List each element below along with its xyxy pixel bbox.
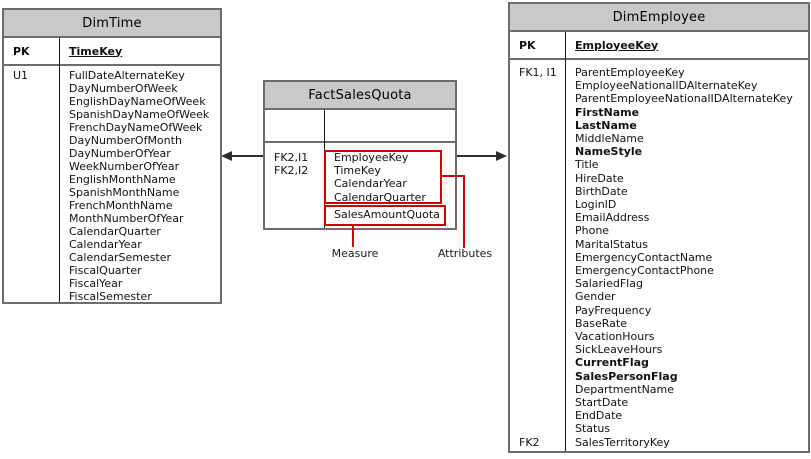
primary-key-row: PK EmployeeKey <box>510 32 808 60</box>
relationship-line-dimemployee <box>457 155 496 157</box>
field-name: SalesAmountQuota <box>334 207 440 221</box>
field-name: Title <box>575 158 599 172</box>
field-name: CalendarSemester <box>69 251 172 264</box>
arrowhead-left-icon <box>221 151 232 161</box>
field-name: LoginID <box>575 198 617 212</box>
key-annotations-column: U1 <box>4 69 59 303</box>
table-title: DimEmployee <box>510 4 808 32</box>
primary-key-row: PK TimeKey <box>4 38 220 66</box>
field-name: FiscalSemester <box>69 290 152 303</box>
field-name: EmergencyContactName <box>575 250 713 264</box>
field-name: WeekNumberOfYear <box>69 160 180 173</box>
field-name: PayFrequency <box>575 303 652 317</box>
pk-field-name: TimeKey <box>69 44 123 58</box>
primary-key-row-empty <box>265 110 455 143</box>
field-name: EmergencyContactPhone <box>575 264 714 278</box>
field-name: CalendarQuarter <box>334 190 426 204</box>
field-name: FiscalYear <box>69 277 123 290</box>
field-name: BaseRate <box>575 316 628 330</box>
field-name: FullDateAlternateKey <box>69 69 185 82</box>
field-name: MonthNumberOfYear <box>69 212 184 225</box>
field-name: FirstName <box>575 105 640 119</box>
entity-table-dimtime: DimTime PK TimeKey U1 FullDateAlternateK… <box>2 8 222 304</box>
field-name: EmployeeKey <box>334 151 409 164</box>
field-name: LastName <box>575 118 637 132</box>
key-annotation: FK2 <box>519 435 540 449</box>
key-annotations-column: FK1, I1 FK2 <box>510 66 565 449</box>
field-name: BirthDate <box>575 184 628 198</box>
field-name: DayNumberOfYear <box>69 147 171 160</box>
field-name: SickLeaveHours <box>575 343 663 357</box>
field-name: EndDate <box>575 409 623 423</box>
column-divider <box>59 38 60 302</box>
field-name: FrenchMonthName <box>69 199 173 212</box>
field-name: FrenchDayNameOfWeek <box>69 121 203 134</box>
arrowhead-right-icon <box>496 151 507 161</box>
attributes-callout-line-vertical <box>463 175 465 248</box>
field-name: MaritalStatus <box>575 237 648 251</box>
attributes-label: Attributes <box>437 247 493 260</box>
field-name: Status <box>575 422 611 436</box>
pk-label: PK <box>13 44 30 58</box>
field-name: DayNumberOfMonth <box>69 134 182 147</box>
entity-table-dimemployee: DimEmployee PK EmployeeKey FK1, I1 FK2 Pa… <box>508 2 810 453</box>
field-name: EnglishMonthName <box>69 173 176 186</box>
field-name: Gender <box>575 290 616 304</box>
field-name: CurrentFlag <box>575 356 649 370</box>
field-name: DepartmentName <box>575 382 675 396</box>
column-divider <box>565 32 566 451</box>
field-name: EmailAddress <box>575 211 650 225</box>
pk-field-name: EmployeeKey <box>575 38 659 52</box>
field-name: VacationHours <box>575 330 655 344</box>
field-name: TimeKey <box>334 164 381 178</box>
attributes-callout-box <box>324 150 442 204</box>
table-title: DimTime <box>4 10 220 38</box>
field-name: HireDate <box>575 171 624 185</box>
pk-label: PK <box>519 38 536 52</box>
table-title: FactSalesQuota <box>265 82 455 110</box>
field-name: CalendarYear <box>334 177 407 191</box>
field-name: Phone <box>575 224 610 238</box>
field-name: EmployeeNationalIDAlternateKey <box>575 79 758 93</box>
measure-callout-line <box>352 226 354 247</box>
relationship-line-dimtime <box>232 155 263 157</box>
field-name: NameStyle <box>575 145 643 159</box>
attributes-callout-line-horizontal <box>442 175 465 177</box>
field-name: SalariedFlag <box>575 277 643 291</box>
field-name: MiddleName <box>575 132 644 146</box>
measure-callout-box <box>324 205 446 226</box>
field-name: DayNumberOfWeek <box>69 82 178 95</box>
field-name: CalendarYear <box>69 238 142 251</box>
field-name: SalesPersonFlag <box>575 369 678 383</box>
key-annotation: FK2,I1 <box>274 151 309 164</box>
field-name: ParentEmployeeNationalIDAlternateKey <box>575 92 793 106</box>
key-annotation: U1 <box>13 69 29 82</box>
field-name: SalesTerritoryKey <box>575 435 670 449</box>
field-name: SpanishDayNameOfWeek <box>69 108 210 121</box>
key-annotation: FK2,I2 <box>274 164 309 178</box>
field-name: StartDate <box>575 396 629 410</box>
field-name: EnglishDayNameOfWeek <box>69 95 206 108</box>
key-annotation: FK1, I1 <box>519 66 557 79</box>
field-name: ParentEmployeeKey <box>575 66 685 79</box>
field-name: CalendarQuarter <box>69 225 161 238</box>
field-name: SpanishMonthName <box>69 186 180 199</box>
field-name: FiscalQuarter <box>69 264 142 277</box>
measure-label: Measure <box>331 247 379 260</box>
